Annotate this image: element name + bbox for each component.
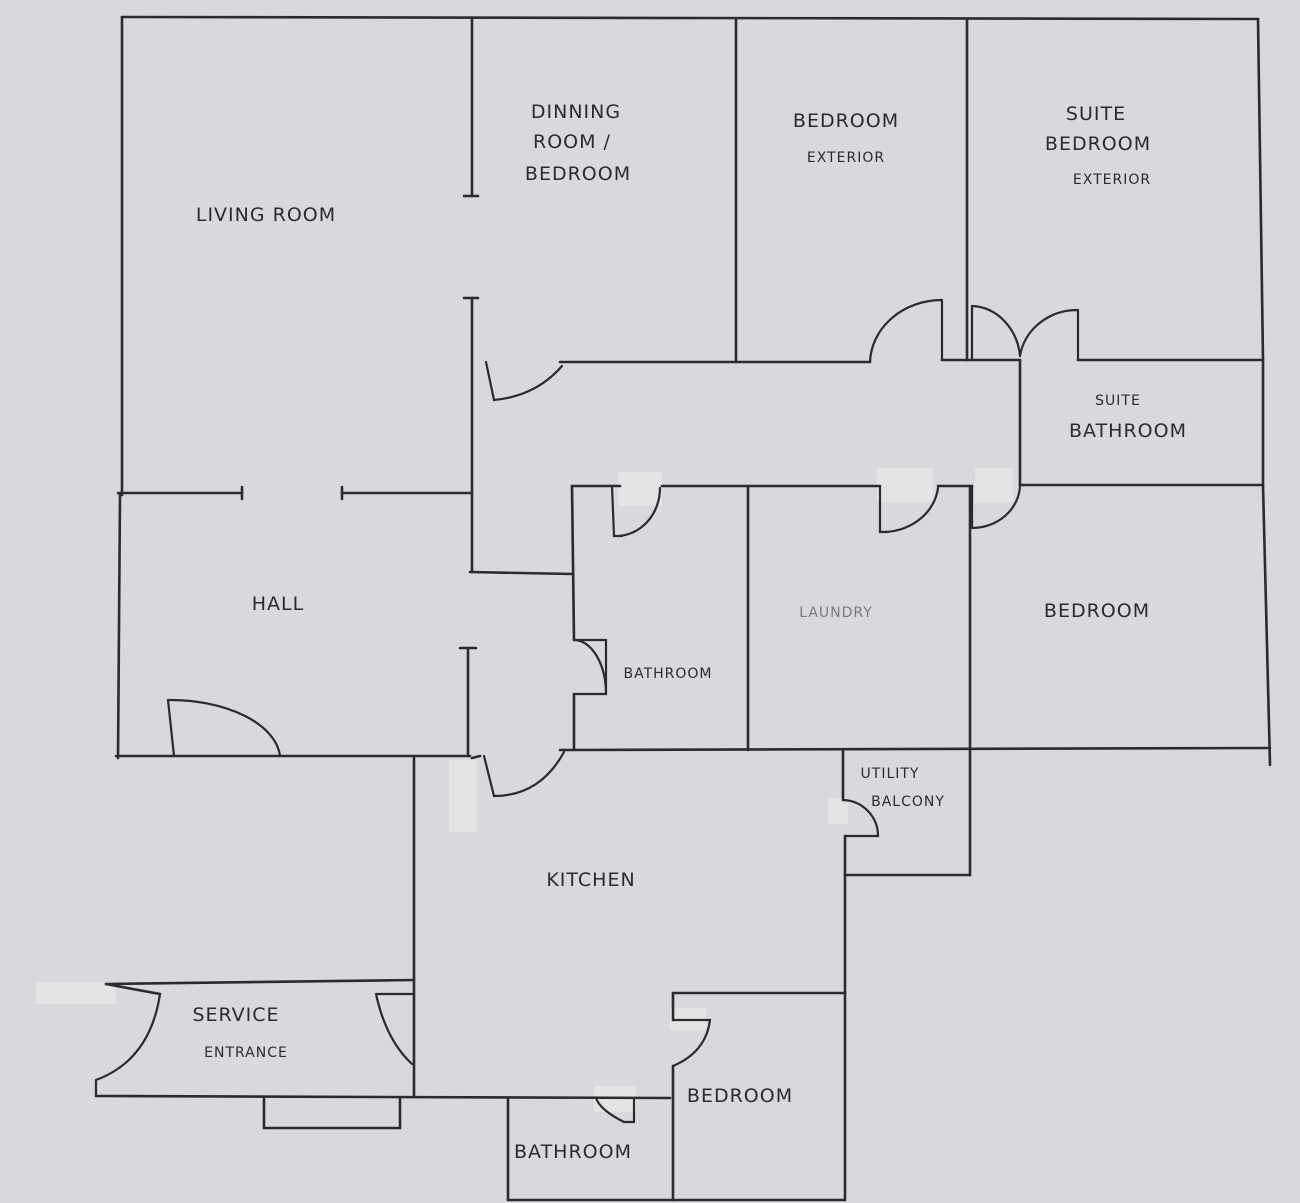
label-room: ROOM / — [533, 131, 611, 153]
label-utility: UTILITY — [861, 766, 920, 782]
label-suite-bath-2: BATHROOM — [1069, 420, 1187, 442]
label-laundry-smudged: LAUNDRY — [799, 605, 873, 621]
label-bathroom-center: BATHROOM — [623, 666, 712, 682]
label-entrance: ENTRANCE — [204, 1045, 288, 1061]
label-bedroom-ext: BEDROOM — [793, 110, 899, 132]
label-bathroom-bottom: BATHROOM — [514, 1141, 632, 1163]
label-suite-bedroom: BEDROOM — [1045, 133, 1151, 155]
label-bedroom-right: BEDROOM — [1044, 600, 1150, 622]
label-bedroom-bottom: BEDROOM — [687, 1085, 793, 1107]
label-suite-exterior: EXTERIOR — [1073, 172, 1151, 188]
label-suite: SUITE — [1066, 103, 1126, 125]
doors — [94, 298, 1080, 1124]
label-dinning-bedroom: BEDROOM — [525, 163, 631, 185]
label-hall: HALL — [252, 593, 304, 615]
label-suite-bath-1: SUITE — [1095, 393, 1141, 409]
label-living-room: LIVING ROOM — [196, 204, 336, 226]
label-kitchen: KITCHEN — [546, 869, 635, 891]
tape-pieces — [36, 468, 1013, 1112]
label-exterior: EXTERIOR — [807, 150, 885, 166]
label-service: SERVICE — [192, 1004, 279, 1026]
label-dinning: DINNING — [531, 101, 621, 123]
walls — [94, 15, 1272, 1202]
label-balcony: BALCONY — [871, 794, 945, 810]
room-labels: LIVING ROOM DINNING ROOM / BEDROOM BEDRO… — [192, 101, 1187, 1163]
